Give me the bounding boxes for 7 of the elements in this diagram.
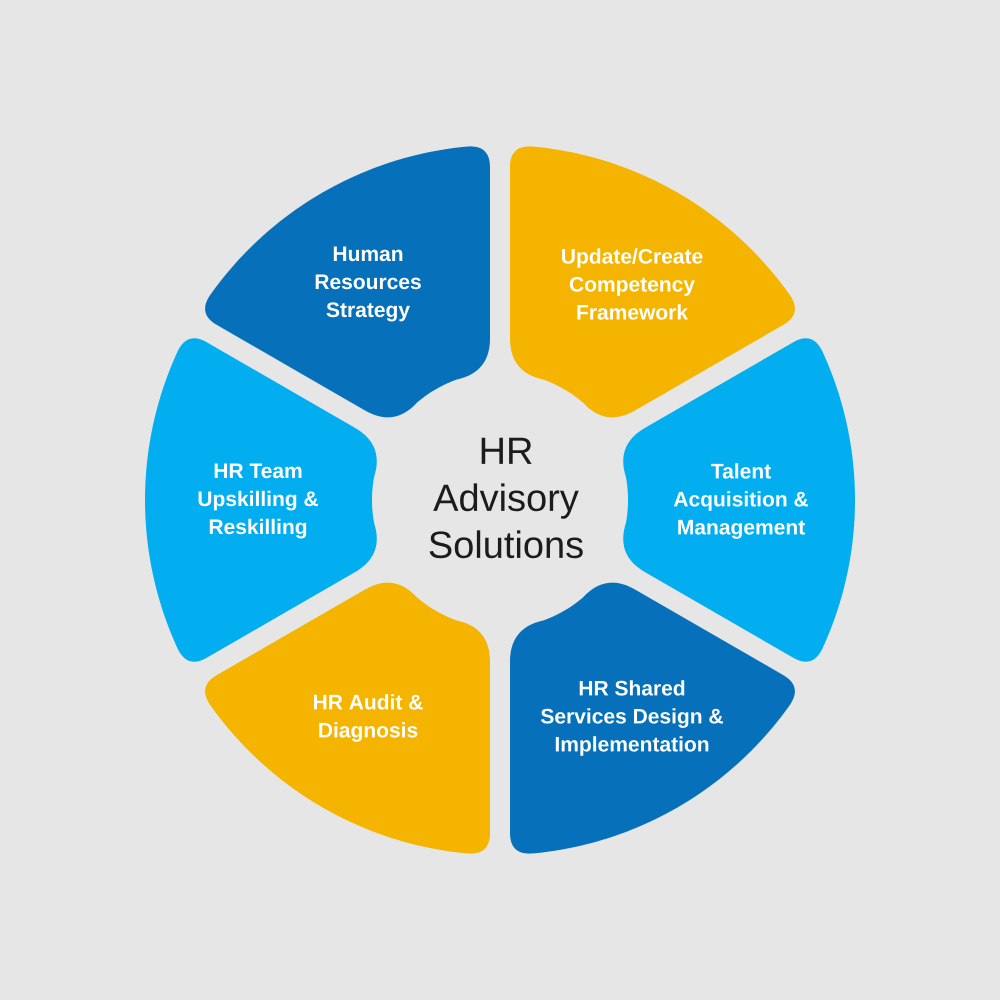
ring-segment: HR Team Upskilling & Reskilling [145,338,377,662]
ring-segment: Human Resources Strategy [205,146,490,418]
ring-segment: Talent Acquisition & Management [623,338,856,662]
ring-segment: HR Shared Services Design & Implementation [510,582,795,854]
ring-segment: Update/Create Competency Framework [510,146,795,418]
title: HR Advisory Solutions [430,438,583,558]
ring-segment: HR Audit & Diagnosis [205,582,490,854]
